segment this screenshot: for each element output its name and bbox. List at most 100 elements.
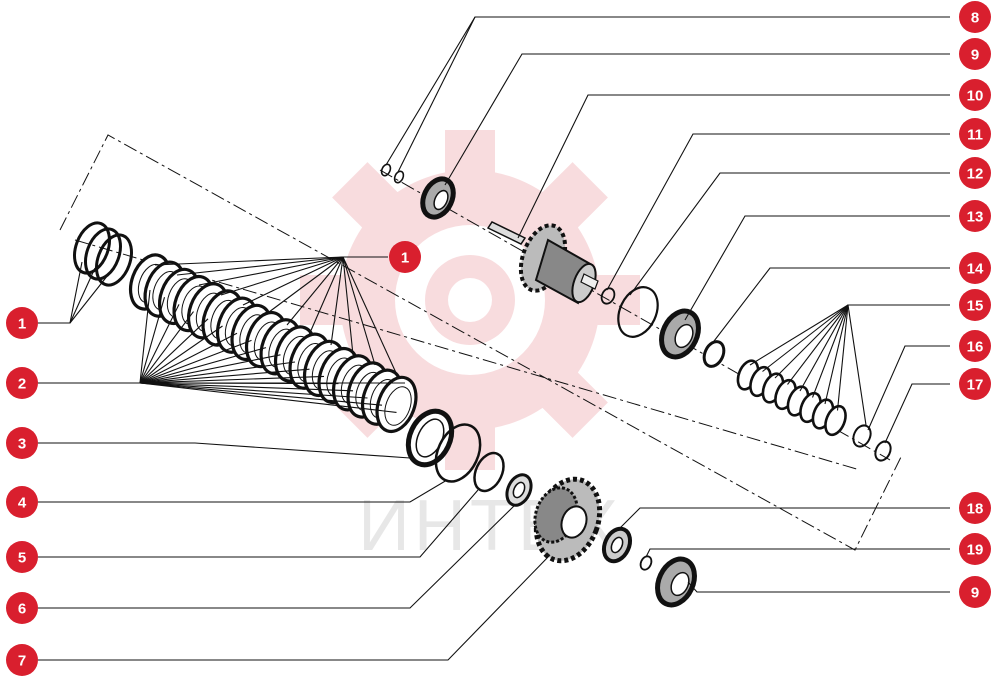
callout-label: 15 <box>967 298 984 315</box>
disc-leader <box>176 256 344 276</box>
callout-c1-left: 1 <box>6 307 38 339</box>
disc-leader <box>139 318 209 384</box>
part-9-top-bearing <box>420 176 456 220</box>
callout-c3: 3 <box>6 427 38 459</box>
callout-c12: 12 <box>959 157 991 189</box>
disc-leader <box>139 382 354 392</box>
part-17-ring <box>874 440 892 462</box>
callout-c17: 17 <box>959 368 991 400</box>
watermark-logo <box>300 130 640 470</box>
part-9-bottom-bearing <box>655 556 697 608</box>
disc-leader <box>198 256 344 286</box>
disc-leader <box>139 361 296 384</box>
disc-leader <box>220 256 344 296</box>
part-19-ring <box>639 555 653 571</box>
part-3-pressure-ring <box>405 408 455 468</box>
callout-c16: 16 <box>959 330 991 362</box>
disc-leader <box>342 256 354 356</box>
part-8-rings <box>380 163 405 184</box>
leader-lines <box>38 16 950 661</box>
callout-c9-top: 9 <box>959 38 991 70</box>
disc-leader <box>286 256 344 326</box>
callout-c1-center: 1 <box>389 241 421 273</box>
callout-label: 6 <box>18 601 26 618</box>
callout-label: 1 <box>18 316 26 333</box>
fan-leaders <box>139 256 849 413</box>
disc-leader <box>139 354 281 384</box>
part-12-o-ring <box>617 286 659 338</box>
part-7-gear <box>533 476 603 564</box>
clutch-disc <box>375 375 418 434</box>
part-1-ring-set <box>73 221 133 287</box>
part-15-disc-stack <box>736 359 847 437</box>
callout-c15: 15 <box>959 289 991 321</box>
disc-leader <box>264 256 344 316</box>
callout-label: 19 <box>967 542 984 559</box>
disc-leader <box>799 304 849 392</box>
callout-c10: 10 <box>959 79 991 111</box>
disc-leader <box>139 382 368 399</box>
disc-leader <box>139 347 267 384</box>
disc-leader <box>139 382 397 413</box>
disc-leader <box>749 304 849 366</box>
callout-label: 16 <box>967 339 984 356</box>
disc-leader <box>330 256 344 346</box>
callout-c2: 2 <box>6 367 38 399</box>
disc-leader <box>824 304 849 405</box>
part-10-gear-shaft <box>486 221 599 305</box>
callout-label: 13 <box>967 209 984 226</box>
disc-leader <box>787 304 849 385</box>
part-16-ring <box>852 424 872 448</box>
callout-c6: 6 <box>6 592 38 624</box>
disc-leader <box>139 325 223 384</box>
callout-label: 10 <box>967 88 984 105</box>
disc-leader <box>774 304 849 379</box>
callout-label: 11 <box>967 127 983 144</box>
callout-label: 8 <box>971 10 979 27</box>
part-5-o-ring <box>473 451 505 493</box>
callout-label: 9 <box>971 47 979 64</box>
callout-c8: 8 <box>959 1 991 33</box>
disc-leader <box>139 382 339 385</box>
disc-leader <box>811 304 849 398</box>
callout-label: 12 <box>967 166 984 183</box>
callout-c7: 7 <box>6 644 38 676</box>
callout-label: 4 <box>18 495 27 512</box>
callout-label: 18 <box>967 501 984 518</box>
disc-leader <box>139 382 383 406</box>
part-14-washer <box>702 340 726 368</box>
callout-label: 3 <box>18 436 26 453</box>
part-18-bearing <box>601 526 633 564</box>
callout-c9-bottom: 9 <box>959 576 991 608</box>
disc-leader <box>342 256 398 376</box>
disc-leader <box>308 256 344 336</box>
part-2-clutch-disc-stack <box>128 253 418 434</box>
callout-label: 2 <box>18 376 26 393</box>
disc-leader <box>139 375 325 384</box>
disc-leader <box>342 256 376 366</box>
disc-leader <box>242 256 344 306</box>
disc-leader <box>139 304 180 384</box>
part-11-ring <box>600 287 616 305</box>
callout-label: 1 <box>401 250 409 267</box>
part-4-snap-ring <box>434 423 482 483</box>
disc-leader <box>139 297 166 384</box>
part-6-bearing <box>505 473 533 507</box>
disc-leader <box>154 256 344 266</box>
callout-label: 7 <box>18 653 26 670</box>
disc-leader <box>139 311 194 384</box>
disc-leader <box>139 339 252 384</box>
disc-leader <box>139 289 151 384</box>
callout-c11: 11 <box>959 118 991 150</box>
callout-label: 14 <box>967 261 984 278</box>
small-disc <box>824 404 847 437</box>
callout-c13: 13 <box>959 200 991 232</box>
callout-c5: 5 <box>6 541 38 573</box>
callout-c19: 19 <box>959 533 991 565</box>
part-13-bearing <box>659 308 701 360</box>
disc-leader <box>762 304 849 372</box>
callout-c14: 14 <box>959 252 991 284</box>
callout-label: 9 <box>971 585 979 602</box>
